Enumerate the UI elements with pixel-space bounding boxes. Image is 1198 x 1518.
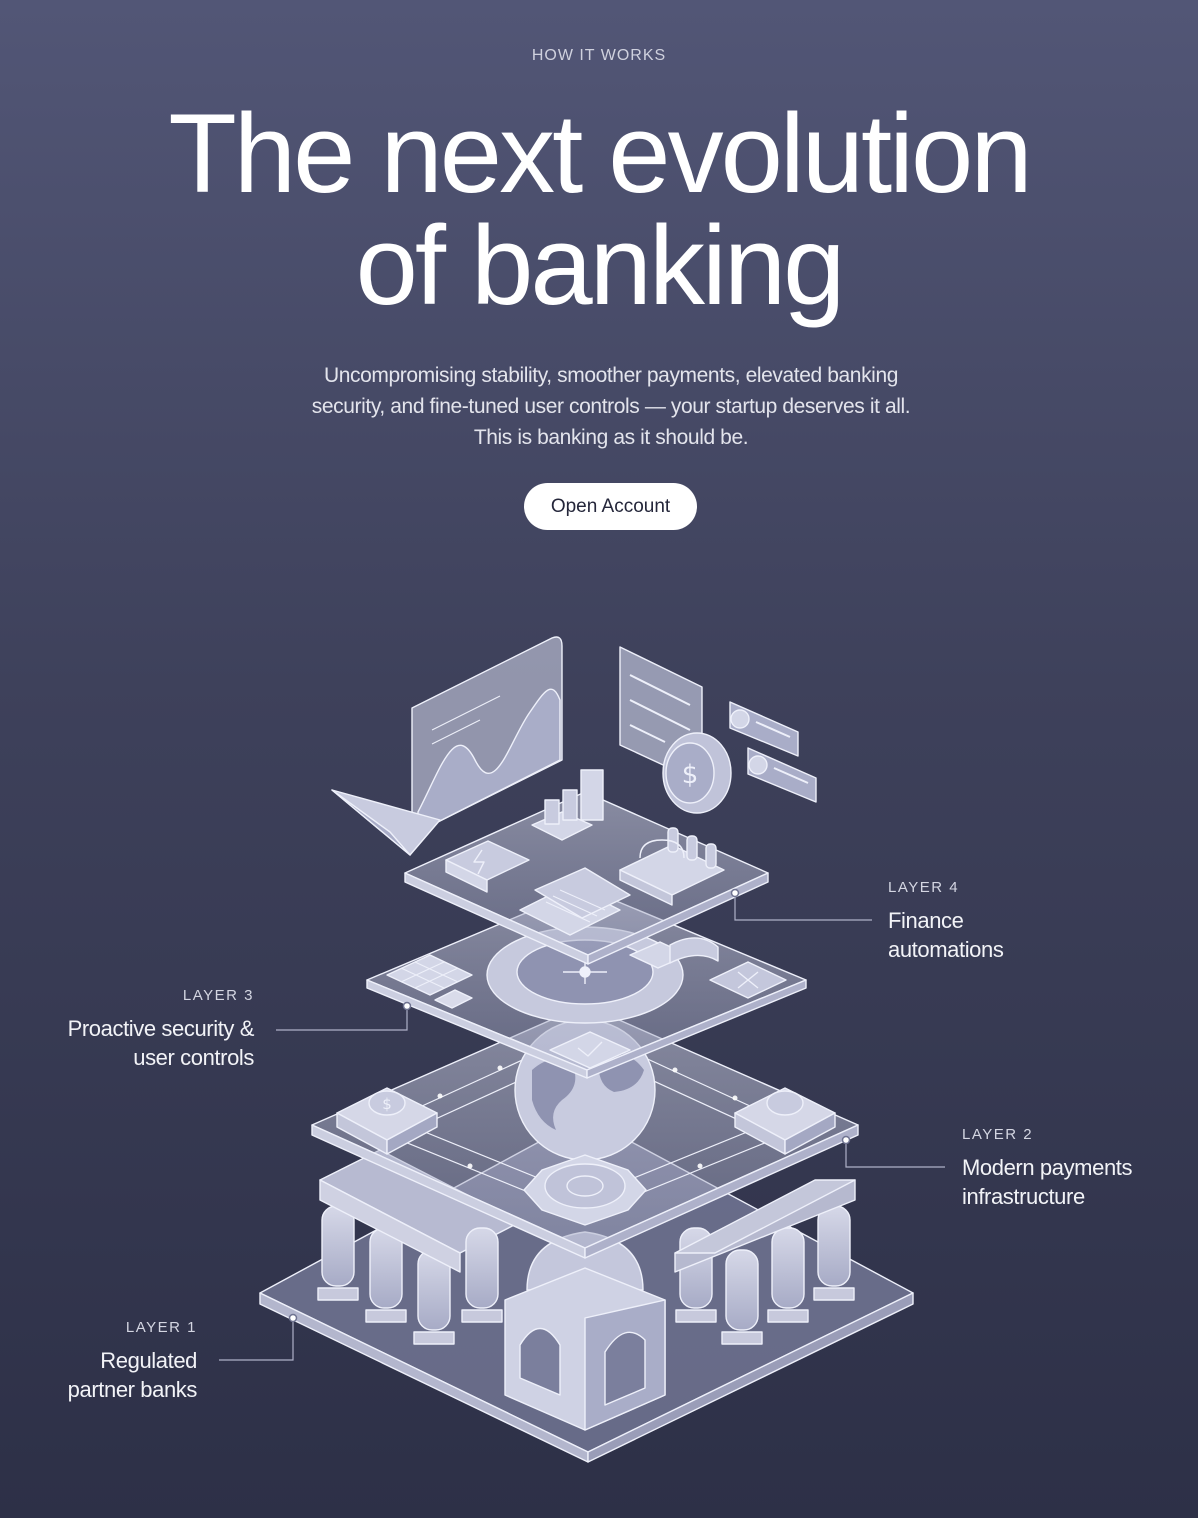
- headline-line-2: of banking: [355, 203, 846, 328]
- open-account-button[interactable]: Open Account: [524, 483, 697, 530]
- page-title: The next evolution of banking: [0, 98, 1198, 322]
- layer-1-base: [259, 1116, 914, 1463]
- banking-layers-illustration: $: [219, 636, 945, 1463]
- layer-4-label: LAYER 4 Finance automations: [888, 879, 1088, 964]
- svg-text:$: $: [682, 760, 699, 790]
- layer-3-tag: LAYER 3: [182, 987, 254, 1004]
- layer-3-label: LAYER 3 Proactive security & user contro…: [40, 987, 255, 1072]
- leader-lines: [219, 893, 945, 1361]
- svg-text:$: $: [382, 1095, 392, 1113]
- lightning-icon: [473, 849, 485, 875]
- layer-4-text: Finance automations: [888, 908, 1004, 962]
- floating-chart: [411, 636, 563, 834]
- layer-2-text: Modern payments infrastructure: [962, 1155, 1133, 1209]
- layer-1-tag: LAYER 1: [125, 1319, 197, 1336]
- layer-4-tag: LAYER 4: [888, 879, 960, 896]
- dollar-icon: [368, 1090, 406, 1116]
- vault-dial-icon: [486, 926, 684, 1024]
- layer-2-label: LAYER 2 Modern payments infrastructure: [962, 1126, 1162, 1211]
- eyebrow: HOW IT WORKS: [531, 47, 667, 64]
- layer-3-security: [366, 887, 807, 1079]
- layer-4-automations: [404, 769, 769, 965]
- dollar-coin-icon: $: [662, 732, 732, 814]
- layer-3-text: Proactive security & user controls: [67, 1016, 255, 1070]
- layer-1-label: LAYER 1 Regulated partner banks: [40, 1319, 198, 1404]
- floating-cards: [729, 701, 817, 803]
- check-icon: [549, 1031, 631, 1069]
- layer-2-payments: $: [311, 1004, 859, 1259]
- paper-plane-icon: [331, 789, 441, 856]
- gear-icon: [523, 1154, 647, 1226]
- layer-2-tag: LAYER 2: [962, 1126, 1034, 1143]
- headline-line-1: The next evolution: [168, 91, 1032, 216]
- layer-1-text: Regulated partner banks: [67, 1348, 198, 1402]
- subtext: Uncompromising stability, smoother payme…: [311, 364, 911, 449]
